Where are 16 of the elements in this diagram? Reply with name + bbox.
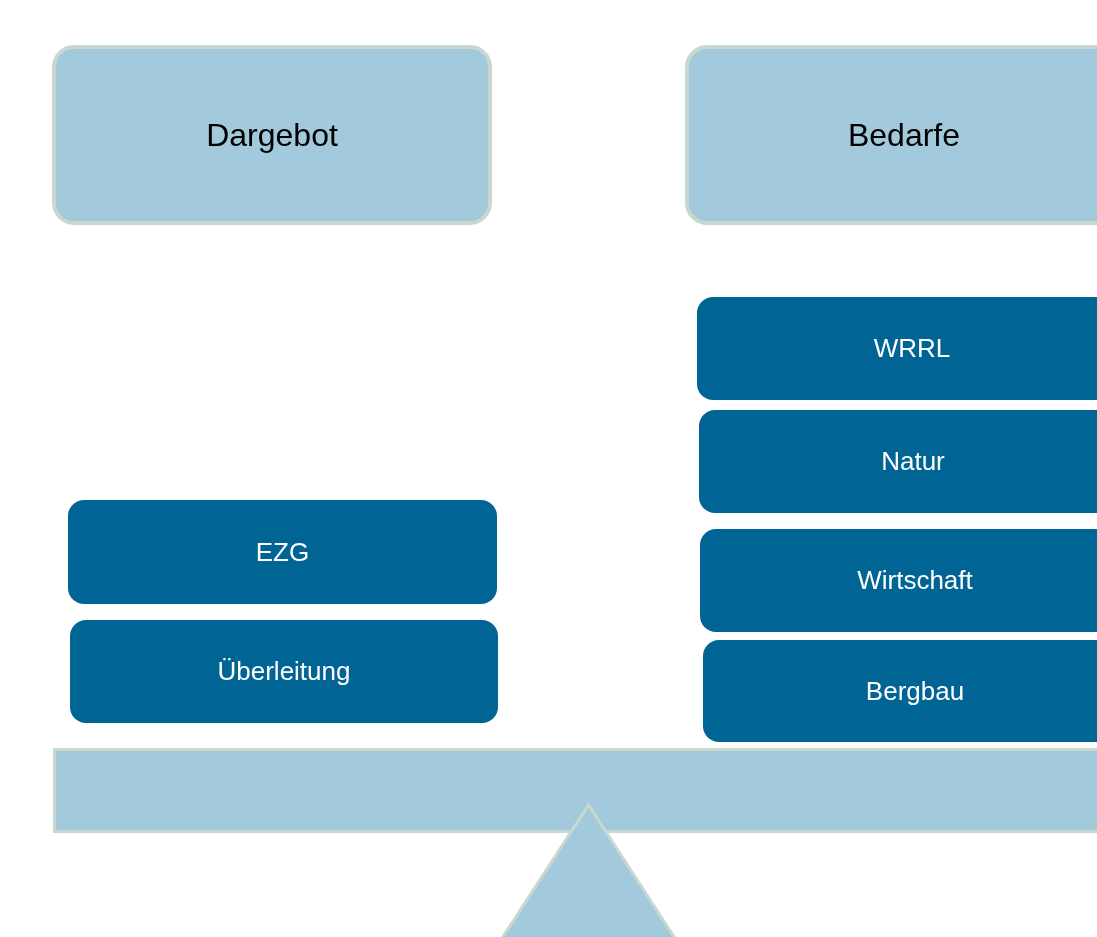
box-label: Natur bbox=[881, 445, 945, 478]
box-label: Bedarfe bbox=[847, 116, 961, 155]
box-label: Bergbau bbox=[865, 674, 965, 708]
box-label: Dargebot bbox=[206, 116, 338, 155]
category-box bbox=[52, 45, 492, 225]
box-label: Überleitung bbox=[217, 655, 351, 688]
box-label: WRRL bbox=[873, 332, 951, 365]
item-box bbox=[703, 640, 1097, 742]
item-box bbox=[700, 529, 1097, 632]
item-box bbox=[70, 620, 498, 723]
box-label: EZG bbox=[255, 535, 310, 569]
box-label: Wirtschaft bbox=[857, 564, 973, 597]
item-box bbox=[68, 500, 497, 604]
item-box bbox=[699, 410, 1097, 513]
category-box bbox=[685, 45, 1097, 225]
item-box bbox=[697, 297, 1097, 400]
